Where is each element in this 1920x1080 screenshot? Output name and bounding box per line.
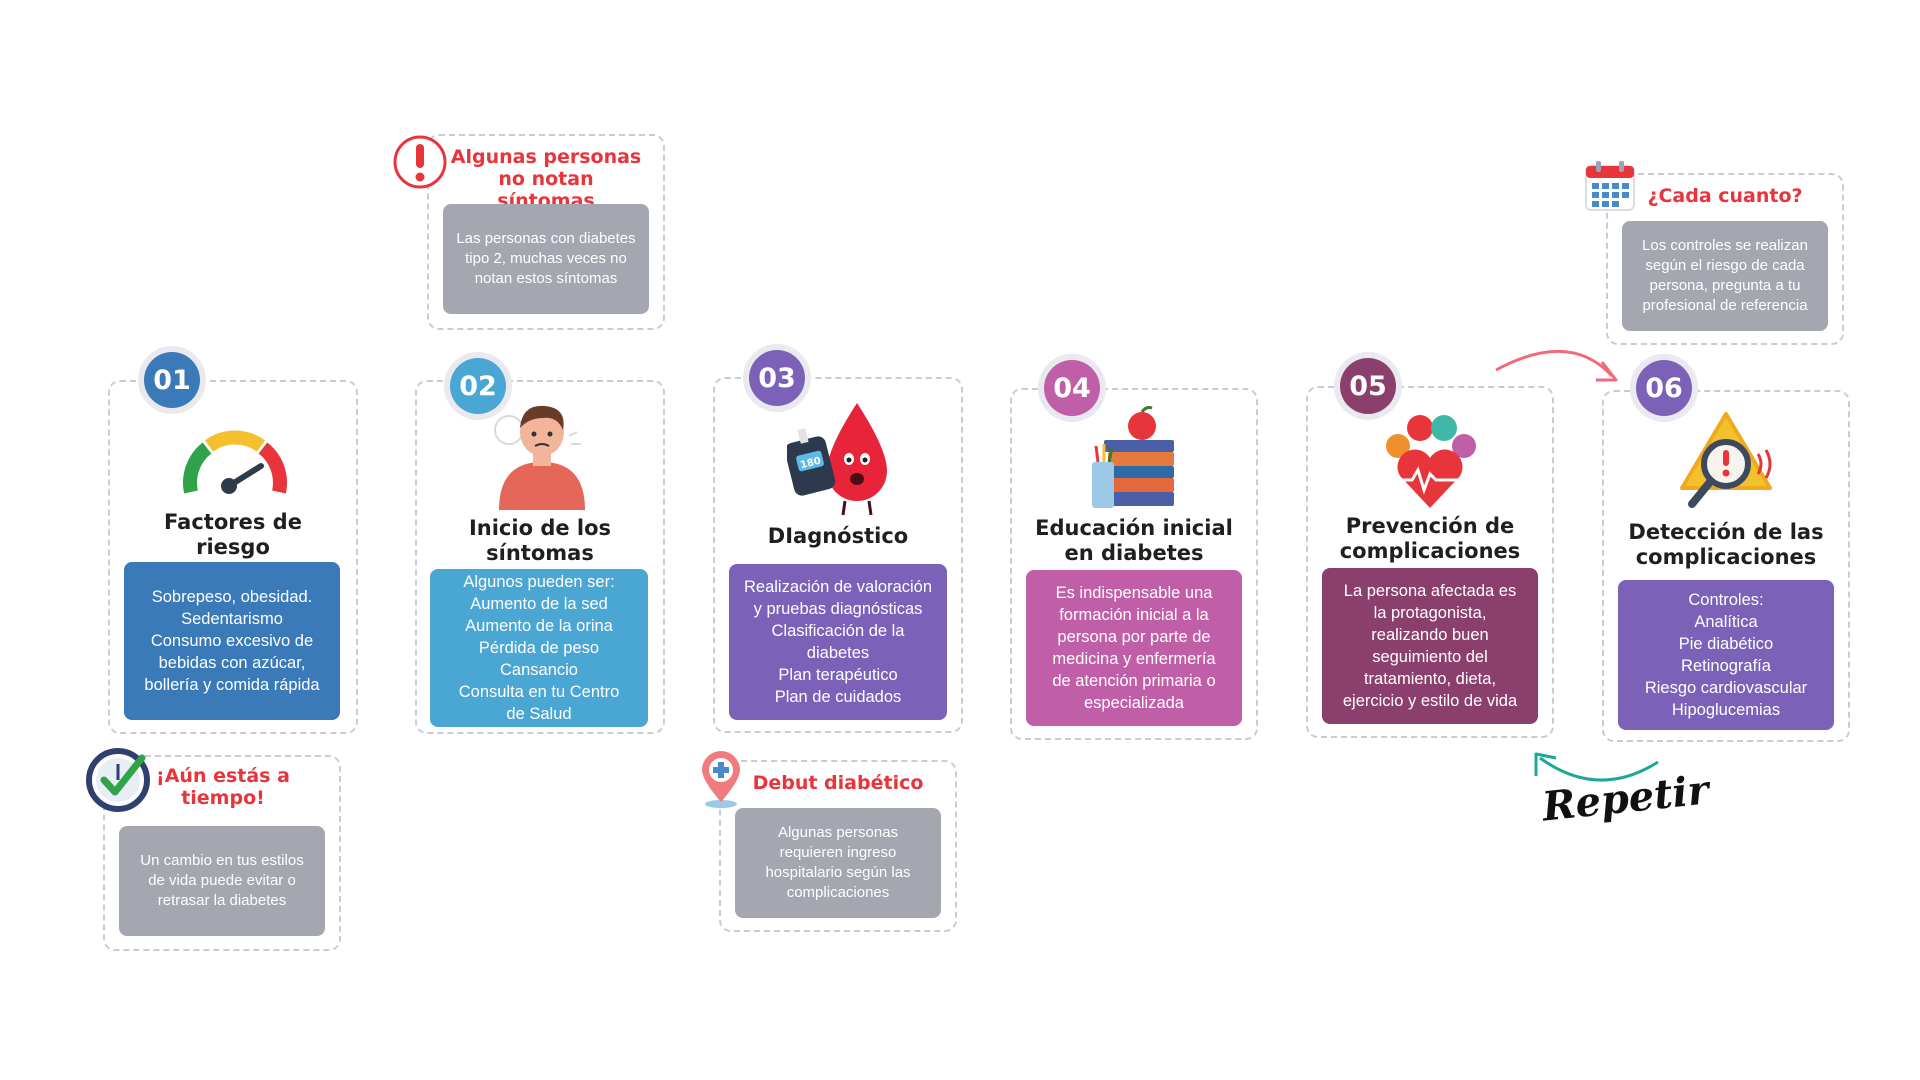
step-description-06: Controles: Analítica Pie diabético Retin… xyxy=(1618,580,1834,730)
note-title-line: ¡Aún estás a xyxy=(156,765,290,787)
step-line: medicina y enfermería xyxy=(1052,650,1216,668)
step-line: Es indispensable una xyxy=(1055,584,1213,602)
step-title-line: riesgo xyxy=(196,535,270,559)
step-line: bollería y comida rápida xyxy=(144,676,320,694)
step-title-line: Factores de xyxy=(164,510,302,534)
step-line: Plan terapéutico xyxy=(778,666,898,684)
step-title-line: complicaciones xyxy=(1635,545,1817,569)
note-title-debut: Debut diabético xyxy=(748,772,928,794)
step-badge-05: 05 xyxy=(1340,358,1396,414)
step-line: especializada xyxy=(1084,694,1184,712)
step-line: Realización de valoración xyxy=(743,578,933,596)
step-line: La persona afectada es xyxy=(1343,582,1517,600)
step-title-03: DIagnóstico xyxy=(715,524,961,549)
step-title-02: Inicio de los síntomas xyxy=(417,516,663,566)
step-line: Retinografía xyxy=(1681,657,1771,675)
step-line: de Salud xyxy=(506,705,572,723)
repeat-arrow-forward xyxy=(1495,350,1614,378)
step-line: Cansancio xyxy=(500,661,578,679)
glucometer-reading: 180 xyxy=(799,456,822,472)
note-text-symptoms: Las personas con diabetes tipo 2, muchas… xyxy=(443,204,649,314)
step-description-01: Sobrepeso, obesidad. Sedentarismo Consum… xyxy=(124,562,340,720)
step-badge-02: 02 xyxy=(450,358,506,414)
note-title-line: Algunas personas xyxy=(450,146,642,168)
step-line: Analítica xyxy=(1694,613,1758,631)
repeat-arrow-forward-head xyxy=(1596,361,1618,382)
books-apple-icon xyxy=(1092,406,1174,508)
step-line: seguimiento del xyxy=(1372,648,1488,666)
step-title-01: Factores de riesgo xyxy=(110,510,356,560)
clock-check-icon xyxy=(86,748,150,812)
step-line: Consumo excesivo de xyxy=(150,632,314,650)
cycle-label: Repetir xyxy=(1540,766,1711,831)
step-title-line: en diabetes xyxy=(1064,541,1204,565)
warning-magnifier-icon xyxy=(1680,412,1772,508)
step-description-03: Realización de valoración y pruebas diag… xyxy=(729,564,947,720)
healthy-lifestyle-heart-icon xyxy=(1386,415,1476,508)
exclamation-icon xyxy=(393,135,447,189)
step-line: ejercicio y estilo de vida xyxy=(1342,692,1518,710)
step-badge-01: 01 xyxy=(144,352,200,408)
location-medical-icon xyxy=(702,751,740,808)
note-text-time: Un cambio en tus estilos de vida puede e… xyxy=(119,826,325,936)
step-title-line: complicaciones xyxy=(1339,539,1521,563)
step-line: realizando buen xyxy=(1371,626,1489,644)
step-line: Aumento de la sed xyxy=(470,595,608,613)
step-title-line: síntomas xyxy=(486,541,594,565)
step-line: de atención primaria o xyxy=(1052,672,1216,690)
step-line: Consulta en tu Centro xyxy=(458,683,620,701)
note-text-frequency: Los controles se realizan según el riesg… xyxy=(1622,221,1828,331)
step-line: persona por parte de xyxy=(1057,628,1211,646)
step-description-04: Es indispensable una formación inicial a… xyxy=(1026,570,1242,726)
step-line: Aumento de la orina xyxy=(465,617,613,635)
step-line: diabetes xyxy=(806,644,870,662)
step-line: bebidas con azúcar, xyxy=(158,654,306,672)
step-badge-04: 04 xyxy=(1044,360,1100,416)
step-line: y pruebas diagnósticas xyxy=(753,600,923,618)
step-description-05: La persona afectada es la protagonista, … xyxy=(1322,568,1538,724)
step-line: Clasificación de la xyxy=(771,622,905,640)
step-title-line: Detección de las xyxy=(1628,520,1824,544)
blood-drop-glucometer-icon: 180 xyxy=(787,403,887,516)
step-title-line: DIagnóstico xyxy=(767,524,909,548)
step-badge-03: 03 xyxy=(749,350,805,406)
step-title-line: Inicio de los xyxy=(468,516,612,540)
step-title-05: Prevención de complicaciones xyxy=(1308,514,1552,564)
step-line: Pérdida de peso xyxy=(478,639,600,657)
note-title-line: tiempo! xyxy=(181,787,265,809)
step-line: formación inicial a la xyxy=(1059,606,1209,624)
step-description-02: Algunos pueden ser: Aumento de la sed Au… xyxy=(430,569,648,727)
speedometer-icon xyxy=(183,430,287,494)
step-title-06: Detección de las complicaciones xyxy=(1604,520,1848,570)
calendar-icon xyxy=(1585,161,1635,211)
step-line: Controles: xyxy=(1688,591,1764,609)
step-line: Algunos pueden ser: xyxy=(463,573,615,591)
step-line: la protagonista, xyxy=(1373,604,1487,622)
step-line: Sobrepeso, obesidad. xyxy=(151,588,313,606)
step-line: Plan de cuidados xyxy=(774,688,902,706)
note-title-time: ¡Aún estás a tiempo! xyxy=(148,765,298,809)
step-title-line: Educación inicial xyxy=(1035,516,1233,540)
note-title-symptoms: Algunas personas no notan síntomas xyxy=(450,146,642,212)
note-title-frequency: ¿Cada cuanto? xyxy=(1640,185,1810,207)
step-badge-06: 06 xyxy=(1636,360,1692,416)
step-title-line: Prevención de xyxy=(1345,514,1515,538)
step-line: Sedentarismo xyxy=(181,610,283,628)
step-line: Hipoglucemias xyxy=(1671,701,1781,719)
repeat-arrow-back-head xyxy=(1534,752,1557,776)
note-text-debut: Algunas personas requieren ingreso hospi… xyxy=(735,808,941,918)
step-title-04: Educación inicial en diabetes xyxy=(1012,516,1256,566)
step-line: Riesgo cardiovascular xyxy=(1644,679,1808,697)
step-line: Pie diabético xyxy=(1678,635,1774,653)
note-title-line: Debut diabético xyxy=(752,772,924,794)
note-title-line: ¿Cada cuanto? xyxy=(1647,185,1803,207)
tired-person-icon xyxy=(494,405,585,510)
step-line: tratamiento, dieta, xyxy=(1363,670,1497,688)
